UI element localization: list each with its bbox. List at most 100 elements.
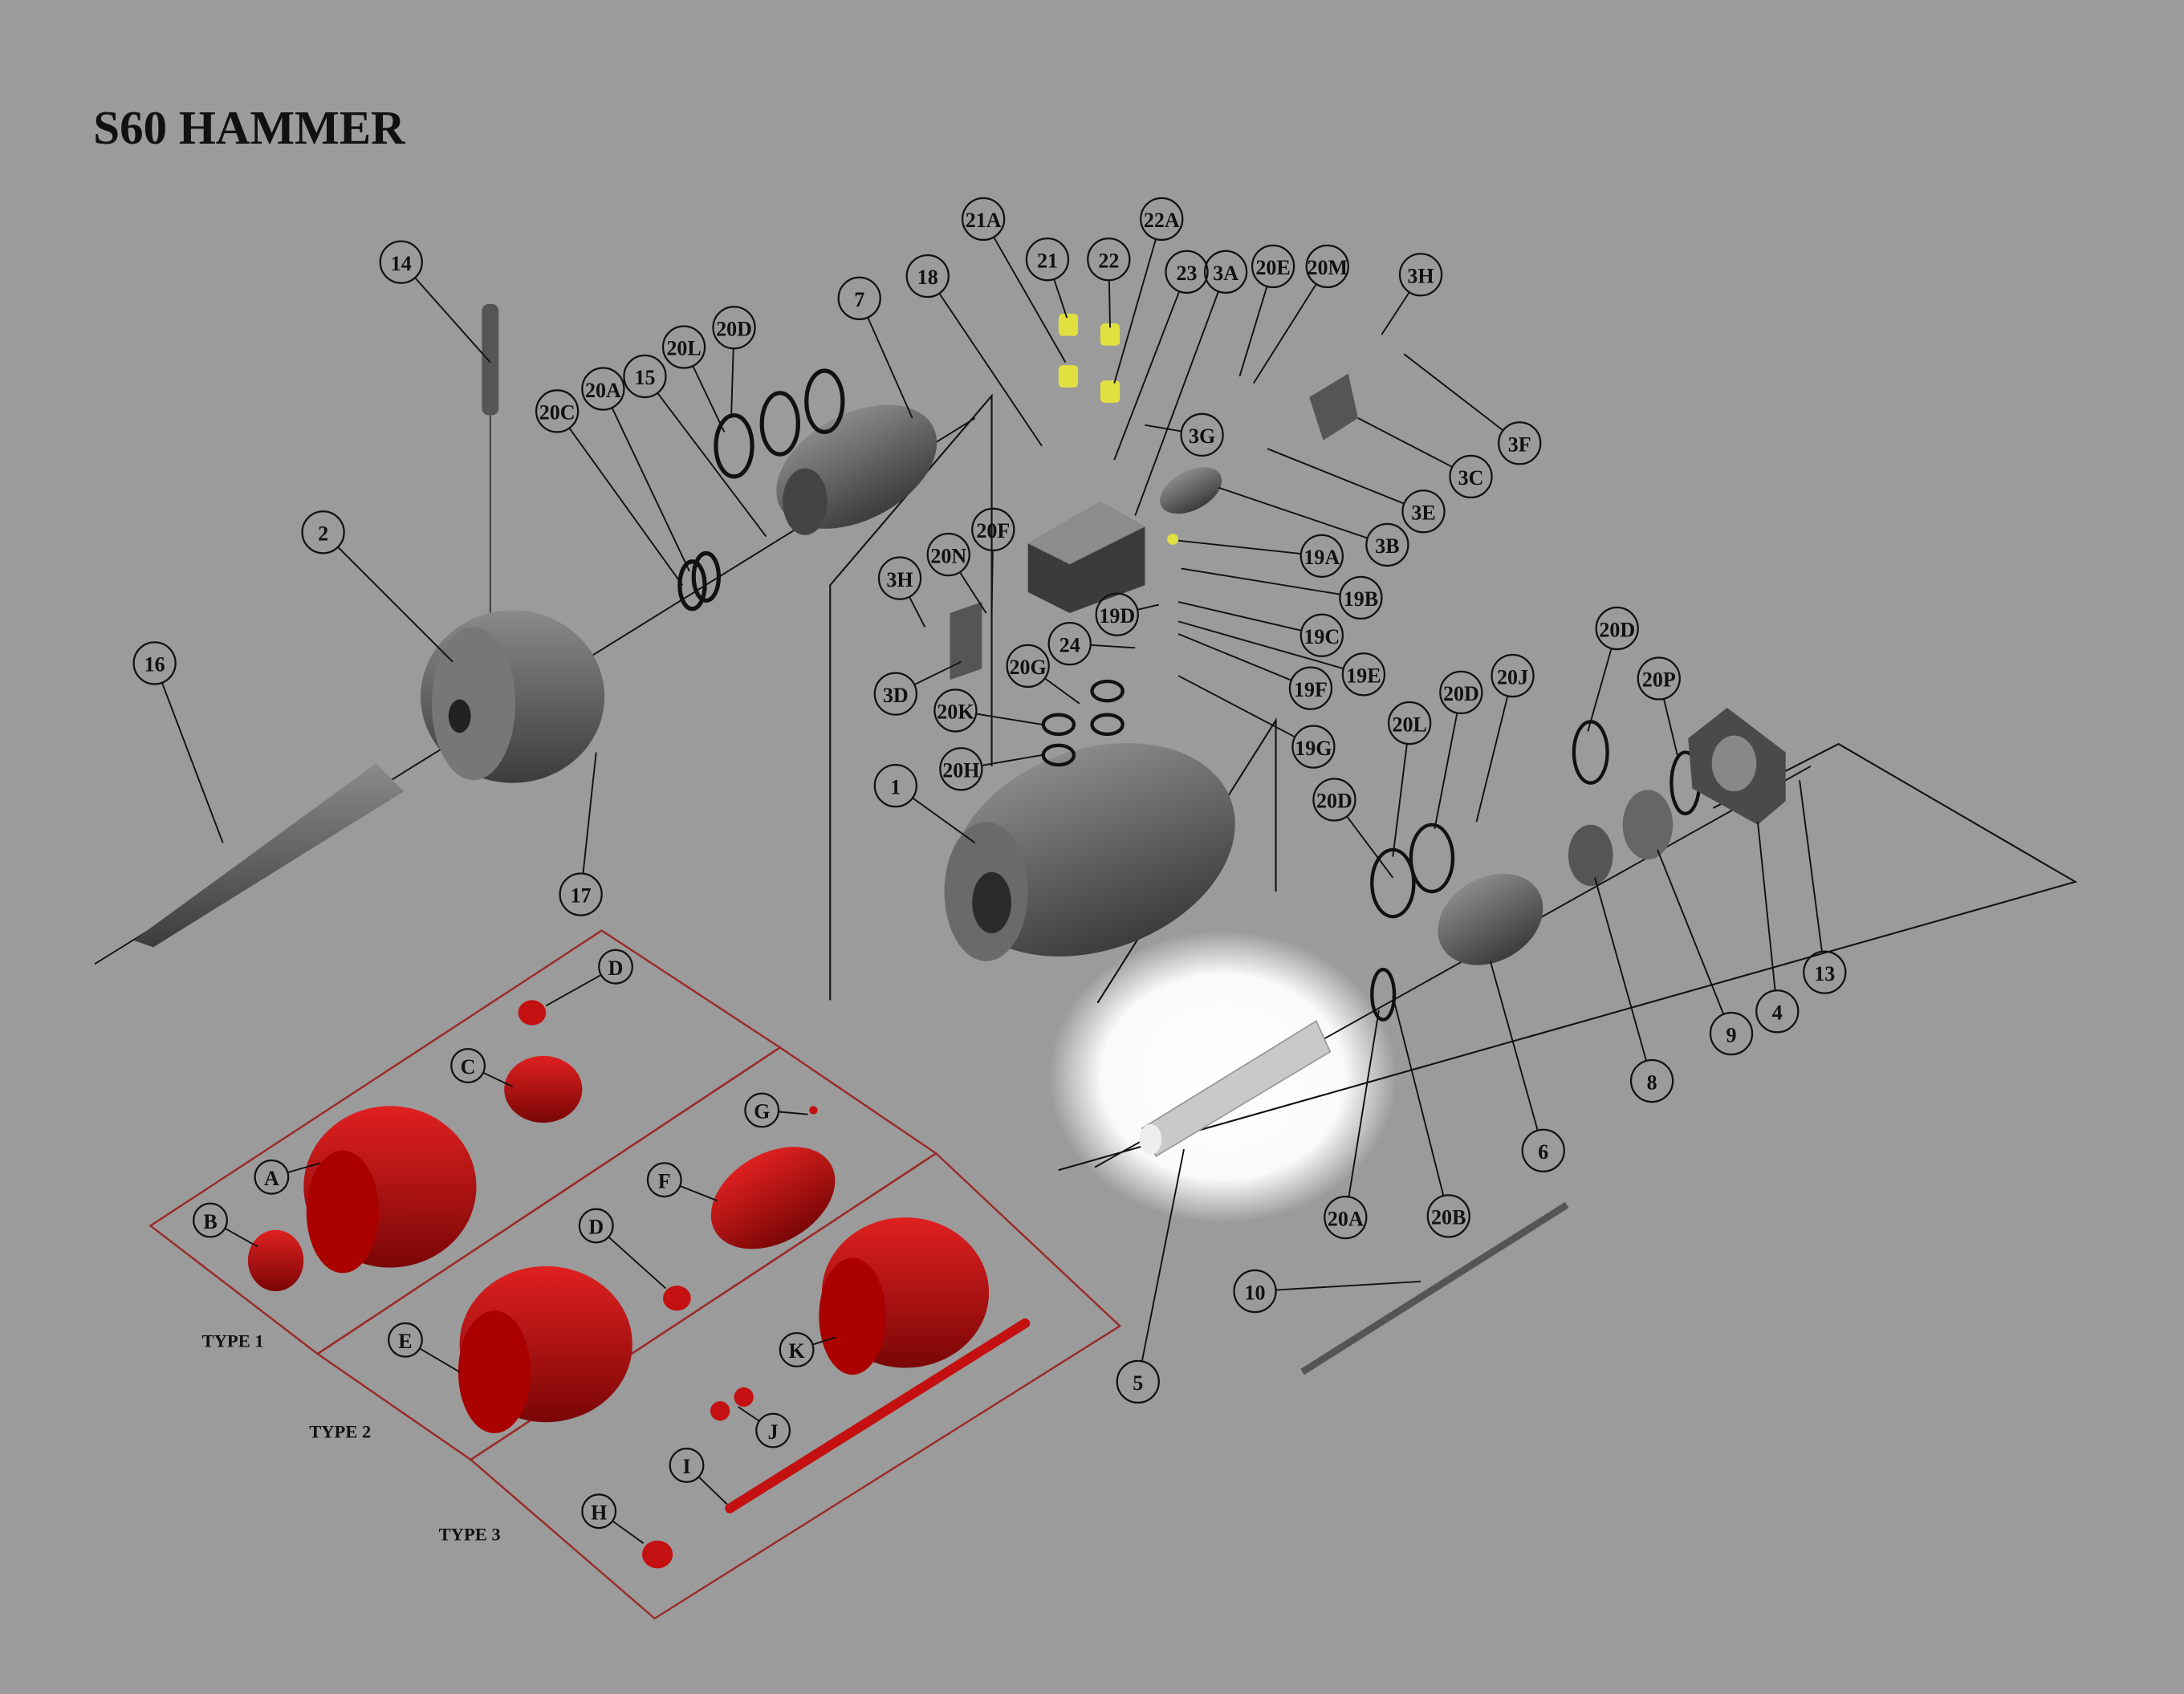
callout-label: 3D	[883, 684, 909, 707]
callout-20d: 20D	[1434, 670, 1483, 830]
callout-label: 3G	[1189, 425, 1215, 448]
callout-circle	[905, 254, 950, 299]
leader-line	[1181, 567, 1340, 595]
callout-label: 3A	[1213, 262, 1238, 285]
callout-label: 5	[1133, 1371, 1143, 1395]
part-8-disc	[1568, 824, 1613, 887]
leader-line	[1134, 290, 1219, 516]
leader-line	[1657, 849, 1725, 1015]
callout-20h: 20H	[939, 747, 1043, 791]
callout-3d: 3D	[873, 660, 962, 716]
callout-circle	[926, 532, 970, 577]
callout-16: 16	[132, 641, 224, 843]
callout-label: 20A	[1328, 1207, 1364, 1230]
callout-6: 6	[1489, 961, 1565, 1172]
leader-line	[1238, 286, 1268, 377]
callout-8: 8	[1594, 877, 1674, 1103]
callout-3f: 3F	[1403, 353, 1542, 465]
leader-line	[1587, 648, 1613, 732]
callout-label: 20D	[1443, 682, 1479, 705]
callout-circle	[535, 389, 580, 433]
leader-line	[692, 365, 726, 433]
leader-line	[1177, 601, 1302, 632]
leader-line	[337, 546, 453, 663]
callout-circle	[1140, 197, 1184, 242]
leader-line	[657, 392, 767, 538]
callout-circle	[712, 306, 756, 350]
kit-callout-a: A	[254, 1159, 321, 1195]
leader-line	[612, 1520, 645, 1544]
callout-circle	[1339, 575, 1383, 620]
leader-line	[414, 277, 491, 364]
callout-circle	[1288, 666, 1333, 710]
callout-label: 19B	[1344, 587, 1378, 611]
conversion-kit-panels: TYPE 1 TYPE 2 TYPE 3	[148, 929, 1122, 1620]
callout-circle	[254, 1159, 290, 1195]
kit-part-J	[710, 1401, 730, 1421]
callout-label: 6	[1538, 1140, 1548, 1164]
callout-circle	[1439, 670, 1483, 715]
callout-20c: 20C	[535, 389, 684, 586]
callout-circle	[1291, 725, 1336, 769]
callout-label: 19F	[1294, 678, 1328, 701]
callout-circle	[1180, 412, 1224, 457]
callout-20m: 20M	[1252, 244, 1349, 384]
leader-line	[1392, 995, 1445, 1196]
callout-circle	[388, 1322, 423, 1358]
leader-line	[730, 348, 734, 419]
leader-line	[1757, 822, 1776, 991]
callout-label: 3H	[886, 568, 913, 591]
callout-label: 18	[917, 266, 938, 289]
leader-line	[1177, 539, 1302, 555]
callout-label: 24	[1059, 633, 1080, 656]
callout-4: 4	[1755, 822, 1800, 1034]
leader-line	[1348, 1009, 1380, 1197]
kit-callout-g: G	[744, 1092, 808, 1128]
leader-line	[608, 1236, 667, 1290]
leader-line	[867, 317, 913, 419]
callout-circle	[1629, 1058, 1674, 1103]
callout-14: 14	[379, 240, 491, 364]
callout-label: 20E	[1255, 256, 1290, 279]
leader-line	[1475, 696, 1509, 823]
leader-line	[938, 293, 1043, 447]
callout-circle	[1755, 989, 1800, 1034]
callout-label: 21	[1037, 249, 1058, 272]
leader-line	[1275, 1280, 1421, 1291]
callout-label: 19E	[1346, 664, 1381, 688]
callout-circle	[1006, 644, 1050, 689]
leader-line	[482, 1071, 514, 1087]
callout-circle	[646, 1162, 682, 1198]
callout-label: D	[608, 957, 624, 980]
callout-circle	[1324, 1195, 1368, 1240]
callout-circle	[1095, 592, 1139, 636]
callout-circle	[961, 197, 1006, 242]
callout-label: 20N	[930, 544, 966, 567]
callout-circle	[1251, 244, 1295, 289]
callout-3a: 3A	[1134, 250, 1248, 516]
leader-line	[224, 1227, 258, 1248]
callout-label: 10	[1245, 1281, 1266, 1304]
callout-circle	[1426, 1194, 1470, 1238]
callout-label: 3H	[1407, 265, 1434, 288]
kit-callout-b: B	[193, 1202, 258, 1248]
callout-7: 7	[837, 276, 913, 419]
callout-circle	[1087, 238, 1131, 282]
callout-circle	[837, 276, 881, 320]
callout-label: 20B	[1431, 1206, 1466, 1229]
leader-line	[1346, 815, 1394, 879]
kit-part-C	[504, 1055, 583, 1123]
callout-20f: 20F	[971, 507, 1015, 613]
kit-part-D	[518, 1000, 547, 1026]
leader-line	[697, 1476, 728, 1505]
callout-2: 2	[301, 510, 453, 663]
callout-circle	[933, 689, 978, 733]
kit-callout-e: E	[388, 1322, 461, 1373]
leader-line	[1141, 1148, 1185, 1362]
callout-label: 7	[854, 288, 864, 311]
callout-label: C	[461, 1055, 476, 1079]
part-9-disc	[1622, 790, 1674, 860]
callout-5: 5	[1116, 1148, 1185, 1404]
